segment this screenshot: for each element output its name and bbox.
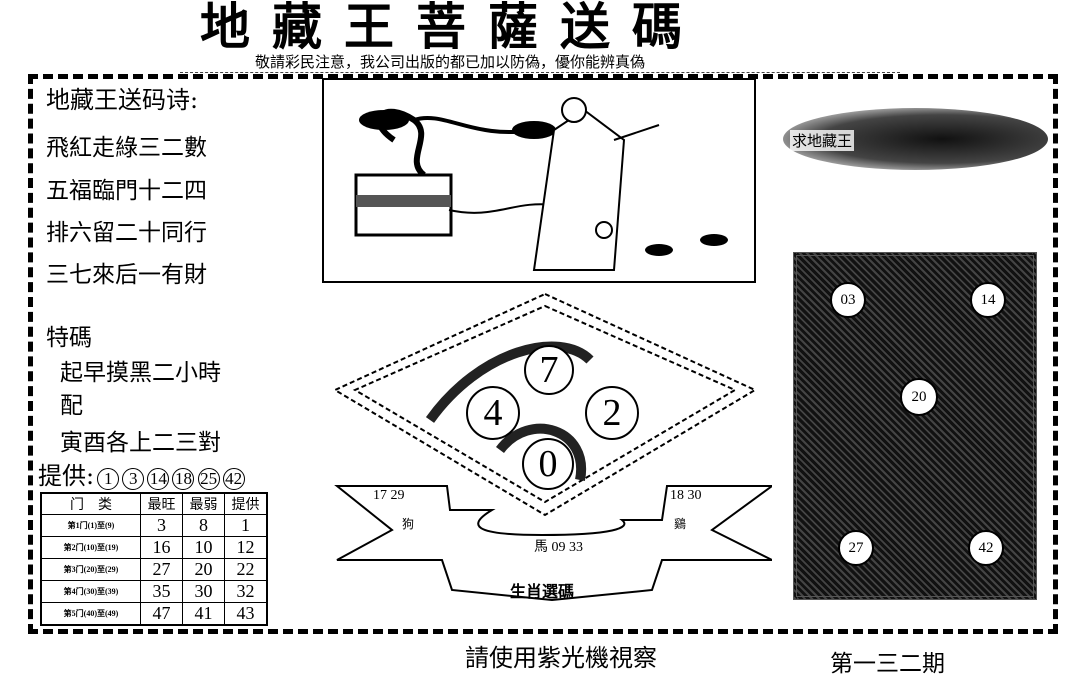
number-ball: 14 [970, 282, 1006, 318]
column-header: 最旺 [140, 492, 183, 515]
table-cell: 第4门(30)至(39) [40, 580, 141, 603]
table-cell: 1 [223, 514, 268, 537]
table-row: 第1门(1)至(9) 3 8 1 [40, 514, 268, 537]
table-cell: 12 [223, 536, 268, 559]
column-header: 门 类 [40, 492, 141, 515]
rooster-label: 鷄 [674, 517, 687, 531]
number-ball: 0 [522, 438, 574, 490]
monk-illustration [322, 78, 756, 283]
poem-line: 排六留二十同行 [46, 220, 207, 246]
number-ball: 14 [147, 468, 170, 490]
table-cell: 32 [223, 580, 268, 603]
number-ball: 18 [172, 468, 195, 490]
table-cell: 8 [181, 514, 225, 537]
table-cell: 第3门(20)至(29) [40, 558, 141, 581]
column-header: 提供 [223, 492, 268, 515]
number-ball: 7 [524, 345, 574, 395]
number-ball: 3 [122, 468, 145, 490]
special-line: 配 [60, 393, 83, 419]
horse-numbers: 馬 09 33 [534, 540, 583, 555]
number-ball: 25 [197, 468, 220, 490]
table-row: 第4门(30)至(39) 35 30 32 [40, 580, 268, 603]
table-cell: 10 [181, 536, 225, 559]
table-cell: 3 [140, 514, 183, 537]
table-cell: 16 [140, 536, 183, 559]
table-cell: 47 [140, 602, 183, 626]
dog-label: 狗 [402, 517, 415, 531]
number-ball: 4 [466, 386, 520, 440]
badge-text: 求地藏王 [790, 130, 855, 151]
table-cell: 20 [181, 558, 225, 581]
number-ball: 42 [222, 468, 245, 490]
table-cell: 35 [140, 580, 183, 603]
table-row: 第3门(20)至(29) 27 20 22 [40, 558, 268, 581]
zodiac-title: 生肖選碼 [510, 582, 575, 601]
diamond-graphic [332, 292, 758, 517]
table-cell: 第5门(40)至(49) [40, 602, 141, 626]
table-cell: 41 [181, 602, 225, 626]
poem-heading: 地藏王送码诗: [46, 86, 199, 114]
table-row: 第5门(40)至(49) 47 41 43 [40, 602, 268, 626]
table-cell: 30 [181, 580, 225, 603]
anti-counterfeit-notice: 敬請彩民注意，我公司出版的都已加以防偽，優你能辨真偽 [255, 53, 646, 71]
number-ball: 2 [585, 386, 639, 440]
special-label: 特碼 [46, 325, 92, 351]
poem-line: 飛紅走綠三二數 [46, 135, 207, 161]
column-header: 最弱 [181, 492, 225, 515]
table-row: 第2门(10)至(19) 16 10 12 [40, 536, 268, 559]
table-cell: 22 [223, 558, 268, 581]
number-ball: 1 [97, 468, 120, 490]
table-cell: 第1门(1)至(9) [40, 514, 141, 537]
table-header-row: 门 类 最旺 最弱 提供 [40, 492, 268, 515]
number-ball: 20 [900, 378, 938, 416]
number-ball: 03 [830, 282, 866, 318]
uv-instruction: 請使用紫光機視察 [465, 644, 657, 672]
table-cell: 27 [140, 558, 183, 581]
poem-line: 三七來后一有財 [46, 262, 207, 288]
page-title: 地藏王菩薩送碼 [200, 0, 704, 56]
table-cell: 43 [223, 602, 268, 626]
special-line: 寅酉各上二三對 [60, 430, 221, 456]
dog-numbers: 17 29 [373, 488, 405, 503]
special-line: 起早摸黑二小時 [60, 360, 221, 386]
provide-row: 提供: 1 3 14 18 25 42 [38, 456, 245, 491]
number-table: 门 类 最旺 最弱 提供 第1门(1)至(9) 3 8 1 第2门(10)至(1… [40, 492, 268, 626]
dashed-frame [28, 74, 1058, 634]
monk-bonsai-drawing [354, 97, 728, 271]
rooster-numbers: 18 30 [670, 488, 702, 503]
poem-line: 五福臨門十二四 [46, 178, 207, 204]
table-cell: 第2门(10)至(19) [40, 536, 141, 559]
number-ball: 42 [968, 530, 1004, 566]
issue-number: 第一三二期 [830, 651, 945, 677]
title-divider [180, 72, 900, 73]
number-ball: 27 [838, 530, 874, 566]
provide-label: 提供: [38, 462, 95, 490]
zodiac-banner [334, 485, 772, 602]
